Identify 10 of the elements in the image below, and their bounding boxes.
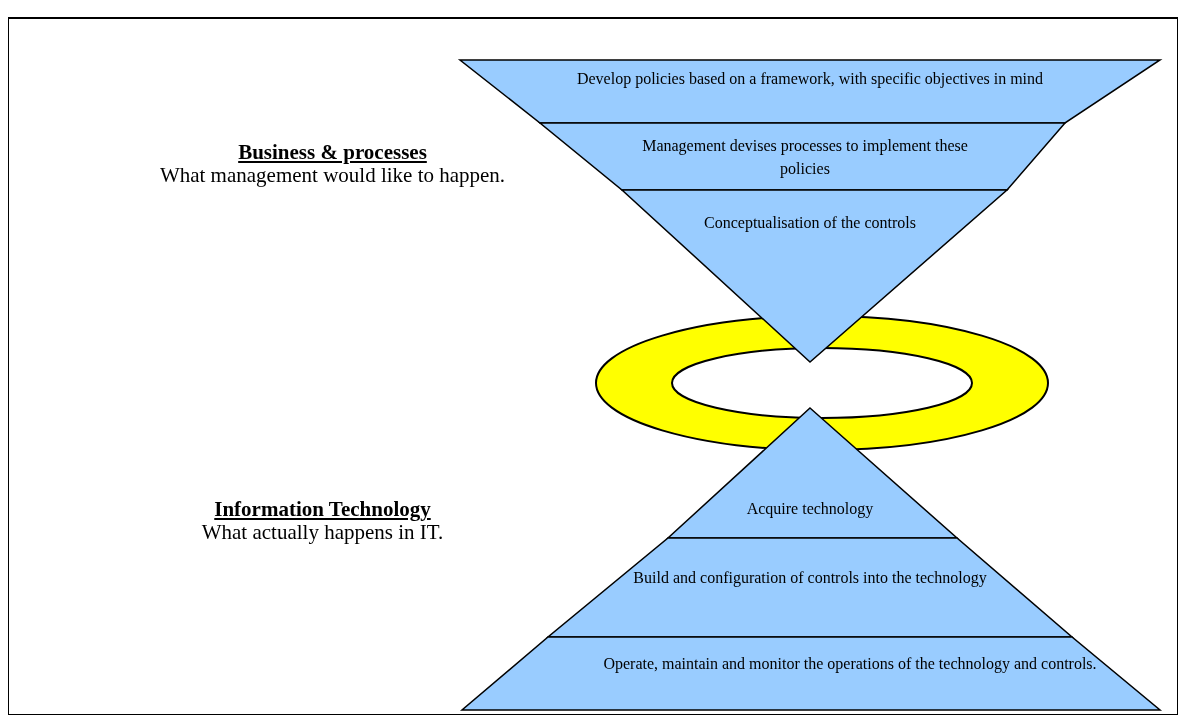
band-text: Develop policies based on a framework, with specific objectives in mind xyxy=(575,69,1045,90)
caption-text: What management would like to happen. xyxy=(158,163,507,188)
heading: Information Technology xyxy=(213,497,432,522)
caption-text: What actually happens in IT. xyxy=(200,520,445,545)
band-text: Conceptualisation of the controls xyxy=(703,213,917,234)
band-text: Operate, maintain and monitor the operations of the technology and controls. xyxy=(602,654,1098,675)
heading: Business & processes xyxy=(237,140,428,165)
band-text: Acquire technology xyxy=(745,499,875,520)
band-text: Build and configuration of controls into the technology xyxy=(632,568,988,589)
band-text: Management devises processes to implement these policies xyxy=(641,136,969,180)
